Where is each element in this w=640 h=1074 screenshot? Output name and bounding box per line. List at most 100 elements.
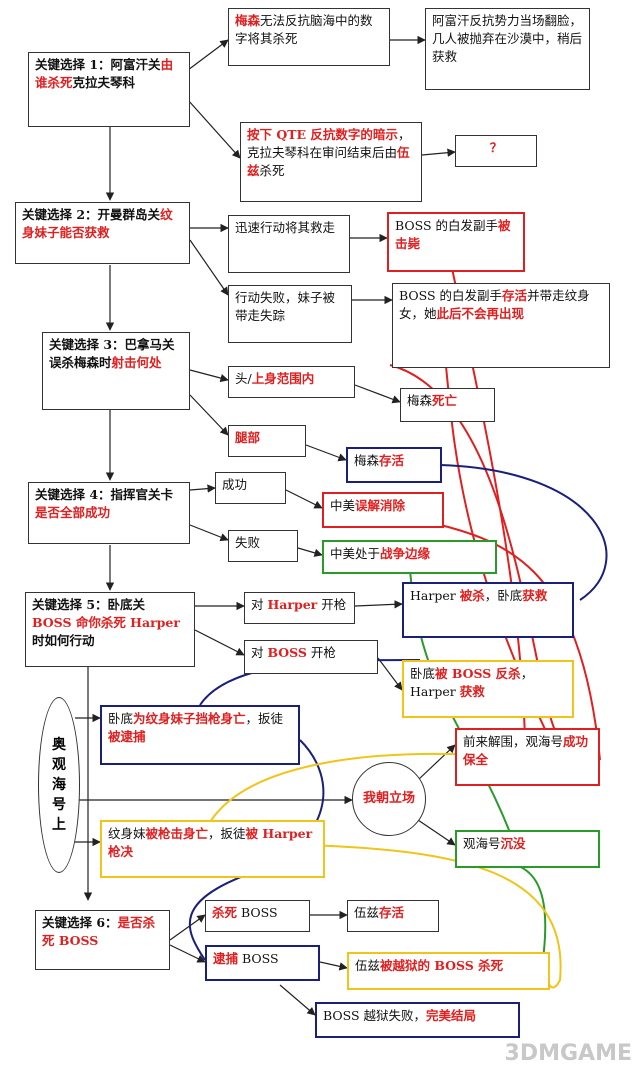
result-6b-box: 伍兹被越狱的 BOSS 杀死 [347,952,550,990]
text-segment: 是否全部成功 [35,505,111,520]
text-segment: 中美处于 [330,546,381,561]
text-segment: 杀死 [259,163,285,178]
choice-3a-box: 头/上身范围内 [228,366,355,398]
text-segment: 克拉夫琴科 [72,75,136,90]
text-segment: 成功保全 [463,734,589,767]
text-segment: 被 Harper 枪决 [108,826,313,859]
text-segment: 上身范围内 [251,371,315,386]
choice-6b-box: 逮捕 BOSS [205,945,320,981]
text-segment: ，扳徒 [208,826,246,841]
text-segment: 卧底 [410,666,436,681]
stance-circle: 我朝立场 [352,762,426,836]
choice-4b-box: 失败 [228,530,298,562]
text-segment: 前来解围，观海号 [463,734,564,749]
text-segment: Harper [410,588,460,603]
ship-sunk-box: 观海号沉没 [455,830,600,868]
ship-oval: 奥 观 海 号 上 [38,697,80,873]
text-segment: 由谁杀死 [35,57,174,90]
text-segment: BOSS 的白发副手 [399,288,503,303]
text-segment: 头/ [235,371,252,386]
text-segment: 逮捕 [213,951,239,966]
text-segment: 纹身妹 [108,826,146,841]
choice-2b-box: 行动失败，妹子被带走失踪 [228,285,352,343]
ship-outcome-a: 卧底为纹身妹子挡枪身亡，扳徒被逮捕 [100,705,300,765]
oval-char: 观 [52,757,66,773]
text-segment: 被杀 [459,588,485,603]
flow-arrows [75,35,456,1016]
text-segment: 中美 [330,498,356,513]
site-watermark: 3DMGAME [504,1041,632,1066]
ship-saved-box: 前来解围，观海号成功保全 [455,728,600,786]
text-segment: 是否杀死 BOSS [42,915,156,948]
text-segment: 为纹身妹子挡枪身亡 [133,711,246,726]
key-choice-2: 关键选择 2：开曼群岛关纹身妹子能否获救 [15,202,190,264]
choice-1a-box: 梅森无法反抗脑海中的数字将其杀死 [228,8,390,66]
oval-char: 奥 [52,737,66,753]
text-segment: 立场 [389,791,416,806]
text-segment: 杀死 [212,905,238,920]
text-segment: 存活 [502,288,528,303]
text-segment: ，扳徒 [245,711,284,726]
ship-outcome-b: 纹身妹被枪击身亡，扳徒被 Harper 枪决 [100,820,325,878]
oval-char: 海 [52,777,66,793]
text-segment: 关键选择 3：巴拿马关误杀梅森时 [49,337,175,370]
text-segment: 梅森 [407,393,433,408]
text-segment: 被击毙 [395,218,511,251]
result-3b-box: 梅森存活 [346,447,442,483]
text-segment: 被 BOSS 反杀 [435,666,521,681]
text-segment: 失败 [235,535,261,550]
text-segment: 存活 [379,905,405,920]
text-segment: 并带走纹身女，她 [399,288,590,321]
choice-3b-box: 腿部 [228,425,306,457]
result-5b-box: 卧底被 BOSS 反杀，Harper 获救 [402,660,574,718]
text-segment: 梅森 [354,453,380,468]
text-segment: 按下 QTE 反抗数字的暗示 [247,127,398,142]
result-1a-box: 阿富汗反抗势力当场翻脸，几人被抛弃在沙漠中，稍后获救 [425,8,590,90]
result-5a-box: Harper 被杀，卧底获救 [402,582,574,638]
text-segment: 卧底 [108,711,134,726]
key-choice-5: 关键选择 5：卧底关 BOSS 命你杀死 Harper 时如何行动 [25,592,195,667]
text-segment: 死亡 [432,393,458,408]
choice-1b-box: 按下 QTE 反抗数字的暗示，克拉夫琴科在审问结束后由伍兹杀死 [240,122,422,202]
choice-5b-box: 对 BOSS 开枪 [244,640,378,674]
text-segment: 时如何行动 [32,633,95,648]
text-segment: 关键选择 2：开曼群岛关 [22,207,161,222]
text-segment: ，克拉夫琴科在审问结束后由 [247,127,411,160]
text-segment: 观海号 [463,836,501,851]
result-1b-box: ？ [455,135,537,167]
text-segment: 关键选择 4：指挥官关卡 [35,487,174,502]
key-choice-1: 关键选择 1：阿富汗关由谁杀死克拉夫琴科 [28,52,190,127]
choice-2a-box: 迅速行动将其救走 [228,215,350,273]
text-segment: 梅森 [235,13,261,28]
text-segment: 开枪 [317,597,347,612]
text-segment: BOSS 命你杀死 Harper [32,615,180,630]
text-segment: 伍兹 [355,958,381,973]
text-segment: 存活 [379,453,405,468]
text-segment: 腿部 [235,430,261,445]
oval-char: 上 [52,817,66,833]
text-segment: 我朝 [362,791,389,806]
text-segment: 完美结局 [426,1008,477,1023]
result-2a-box: BOSS 的白发副手被击毙 [387,212,525,272]
text-segment: ，Harper [410,666,534,699]
text-segment: 行动失败，妹子被带走失踪 [235,290,336,323]
result-2b-box: BOSS 的白发副手存活并带走纹身女，她此后不会再出现 [392,283,610,368]
result-4b-box: 中美处于战争边缘 [322,540,497,574]
text-segment: BOSS [238,951,279,966]
oval-char: 号 [52,797,66,813]
text-segment: 成功 [222,477,248,492]
text-segment: BOSS [237,905,278,920]
choice-4a-box: 成功 [215,472,286,504]
text-segment: BOSS 越狱失败， [323,1008,427,1023]
key-choice-4: 关键选择 4：指挥官关卡是否全部成功 [28,482,190,544]
text-segment: 开枪 [306,645,336,660]
text-segment: 纹身妹子能否获救 [22,207,173,240]
text-segment: 战争边缘 [380,546,431,561]
text-segment: 被越狱的 BOSS 杀死 [380,958,504,973]
text-segment: 迅速行动将其救走 [235,220,336,235]
text-segment: Harper [267,597,318,612]
text-segment: 关键选择 5：卧底关 [32,597,146,612]
choice-5a-box: 对 Harper 开枪 [244,592,355,624]
key-choice-3: 关键选择 3：巴拿马关误杀梅森时射击何处 [42,332,190,410]
